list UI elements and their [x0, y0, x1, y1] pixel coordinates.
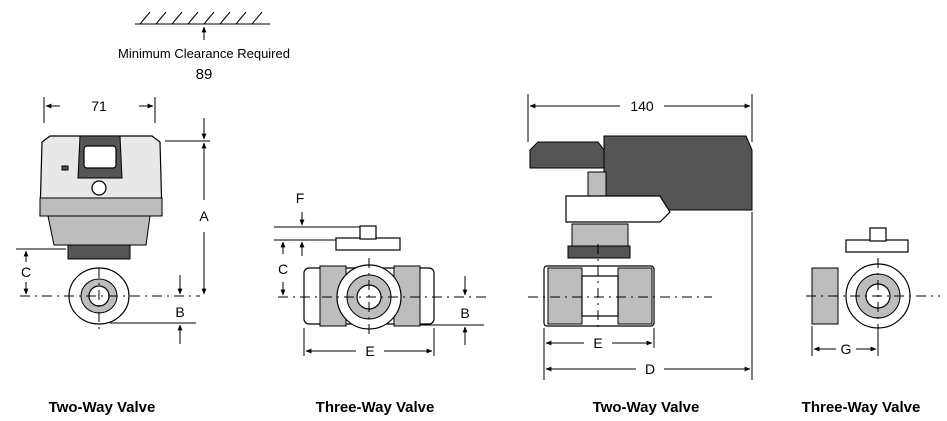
indicator-mark — [61, 165, 69, 171]
dim-a-label: A — [199, 208, 209, 224]
view-two-way-side: 140 E D — [527, 94, 753, 380]
caption-two-way-valve-2: Two-Way Valve — [593, 399, 700, 416]
mounting-bracket — [565, 195, 671, 223]
dim-71-label: 71 — [91, 98, 107, 114]
caption-three-way-valve-1: Three-Way Valve — [316, 399, 435, 416]
left-union — [547, 267, 583, 325]
view-three-way-front: F C B E — [274, 190, 488, 359]
stem-nut — [567, 245, 631, 259]
dim-b-label: B — [175, 304, 184, 320]
center-body — [581, 275, 619, 317]
actuator-knob — [91, 180, 107, 196]
yoke — [571, 223, 629, 247]
handle-hub — [587, 171, 607, 197]
view-three-way-side: G — [806, 227, 940, 357]
dim-e-label: E — [365, 343, 374, 359]
actuator-window — [83, 145, 117, 169]
clearance-indicator: Minimum Clearance Required 89 — [118, 11, 290, 83]
dim-e-label: E — [593, 335, 602, 351]
ceiling-hatch — [139, 11, 263, 25]
stem-nut — [67, 244, 131, 260]
dim-140-label: 140 — [630, 98, 654, 114]
stem-top — [869, 227, 887, 242]
stem-top — [359, 225, 377, 240]
stem-plate — [845, 239, 909, 253]
clearance-label: Minimum Clearance Required — [118, 46, 290, 61]
view-two-way-front: 71 A B C — [16, 97, 210, 344]
dim-c-label: C — [21, 264, 31, 280]
dim-b-label: B — [460, 305, 469, 321]
yoke — [47, 215, 151, 246]
dim-f-label: F — [296, 190, 305, 206]
caption-two-way-valve-1: Two-Way Valve — [49, 399, 156, 416]
dim-c-label: C — [278, 261, 288, 277]
handle — [529, 141, 605, 169]
dim-g-label: G — [841, 341, 852, 357]
caption-three-way-valve-2: Three-Way Valve — [802, 399, 921, 416]
stem-plate — [335, 237, 401, 251]
right-union — [617, 267, 653, 325]
dim-d-label: D — [645, 361, 655, 377]
clearance-value: 89 — [196, 66, 213, 83]
actuator-base — [39, 197, 163, 217]
